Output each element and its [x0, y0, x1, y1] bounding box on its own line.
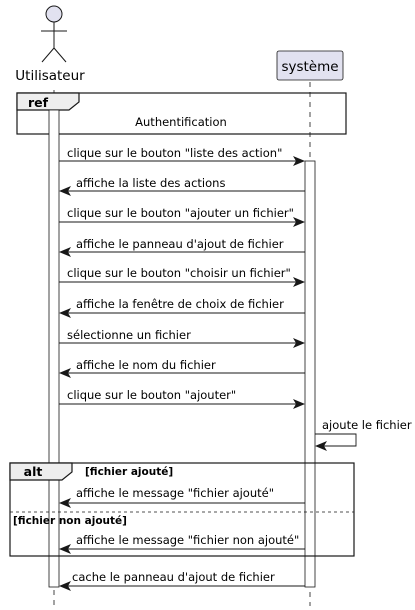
message-7: sélectionne un fichier — [59, 328, 305, 348]
system-activation — [304, 160, 316, 588]
system-label: système — [281, 59, 338, 75]
alt-guard-1: [fichier ajouté] — [85, 466, 173, 478]
svg-text:affiche le message "fichier aj: affiche le message "fichier ajouté" — [76, 486, 274, 500]
svg-text:clique sur le bouton "choisir: clique sur le bouton "choisir un fichier… — [67, 266, 291, 280]
message-6: affiche la fenêtre de choix de fichier — [59, 297, 305, 318]
alt-frame: alt [fichier ajouté] [fichier non ajouté… — [9, 462, 355, 557]
message-3: clique sur le bouton "ajouter un fichier… — [59, 206, 305, 227]
message-11: affiche le message "fichier ajouté" — [59, 486, 305, 508]
message-10-self: ajoute le fichier — [315, 418, 412, 451]
ref-frame: ref Authentification — [16, 92, 347, 135]
svg-text:ajoute le fichier: ajoute le fichier — [322, 418, 412, 432]
svg-text:affiche le nom du fichier: affiche le nom du fichier — [76, 358, 216, 372]
svg-text:affiche le message "fichier no: affiche le message "fichier non ajouté" — [76, 533, 299, 547]
message-13: cache le panneau d'ajout de fichier — [59, 570, 305, 591]
svg-text:cache le panneau d'ajout de fi: cache le panneau d'ajout de fichier — [72, 570, 275, 584]
svg-text:clique sur le bouton "ajouter: clique sur le bouton "ajouter un fichier… — [67, 206, 294, 220]
svg-text:affiche la liste des actions: affiche la liste des actions — [76, 176, 225, 190]
message-12: affiche le message "fichier non ajouté" — [59, 533, 305, 554]
svg-text:sélectionne un fichier: sélectionne un fichier — [67, 328, 191, 342]
message-1: clique sur le bouton "liste des action" — [59, 146, 305, 166]
svg-text:clique sur le bouton "liste de: clique sur le bouton "liste des action" — [67, 146, 282, 160]
svg-text:affiche la fenêtre de choix de: affiche la fenêtre de choix de fichier — [76, 297, 284, 311]
actor-icon — [41, 5, 67, 63]
message-8: affiche le nom du fichier — [59, 358, 305, 378]
svg-text:clique sur le bouton "ajouter": clique sur le bouton "ajouter" — [67, 388, 236, 402]
message-5: clique sur le bouton "choisir un fichier… — [59, 266, 305, 287]
alt-guard-2: [fichier non ajouté] — [13, 515, 127, 527]
message-2: affiche la liste des actions — [59, 176, 305, 196]
message-9: clique sur le bouton "ajouter" — [59, 388, 305, 409]
message-4: affiche le panneau d'ajout de fichier — [59, 237, 305, 257]
actor-label: Utilisateur — [15, 68, 85, 84]
svg-text:affiche le panneau d'ajout de: affiche le panneau d'ajout de fichier — [76, 237, 284, 251]
system-participant-box — [276, 50, 344, 81]
ref-label: Authentification — [135, 115, 227, 129]
alt-tag: alt — [24, 464, 43, 479]
ref-tag: ref — [28, 95, 49, 110]
actor-activation — [48, 109, 60, 588]
